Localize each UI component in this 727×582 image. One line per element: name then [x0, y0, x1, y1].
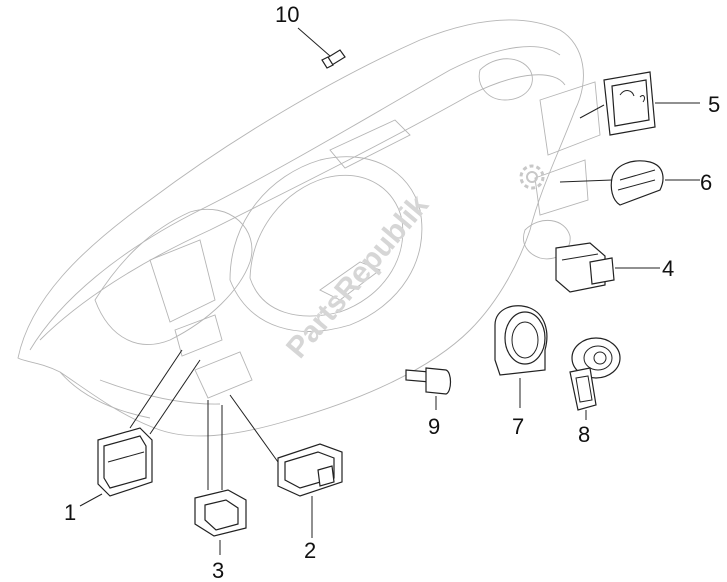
- watermark-text: PartsRepublik: [280, 189, 435, 365]
- part-3-switch: [194, 400, 247, 555]
- part-1-switch: [79, 349, 201, 507]
- callout-9: 9: [428, 414, 440, 439]
- callout-7: 7: [512, 414, 524, 439]
- callout-8: 8: [578, 422, 590, 447]
- callout-4: 4: [662, 256, 674, 281]
- callout-6: 6: [700, 170, 712, 195]
- gear-icon: [519, 164, 545, 190]
- part-2-switch: [229, 394, 343, 538]
- part-10-bulb: [297, 27, 346, 69]
- callout-2: 2: [304, 538, 316, 563]
- callout-1: 1: [64, 500, 76, 525]
- part-7-bezel: [494, 305, 548, 408]
- part-5-switch: [579, 71, 700, 136]
- part-4-switch: [555, 242, 660, 293]
- watermark: PartsRepublik: [280, 189, 435, 365]
- part-6-switch: [559, 160, 700, 206]
- part-9-bulb: [405, 367, 452, 410]
- callout-3: 3: [212, 558, 224, 582]
- part-8-socket: [569, 337, 621, 420]
- callout-5: 5: [708, 92, 720, 117]
- callout-10: 10: [275, 2, 299, 27]
- dashboard-housing-outline: [17, 19, 601, 437]
- callout-labels: 10 5 6 4 7 9 8 1 2 3: [64, 2, 720, 582]
